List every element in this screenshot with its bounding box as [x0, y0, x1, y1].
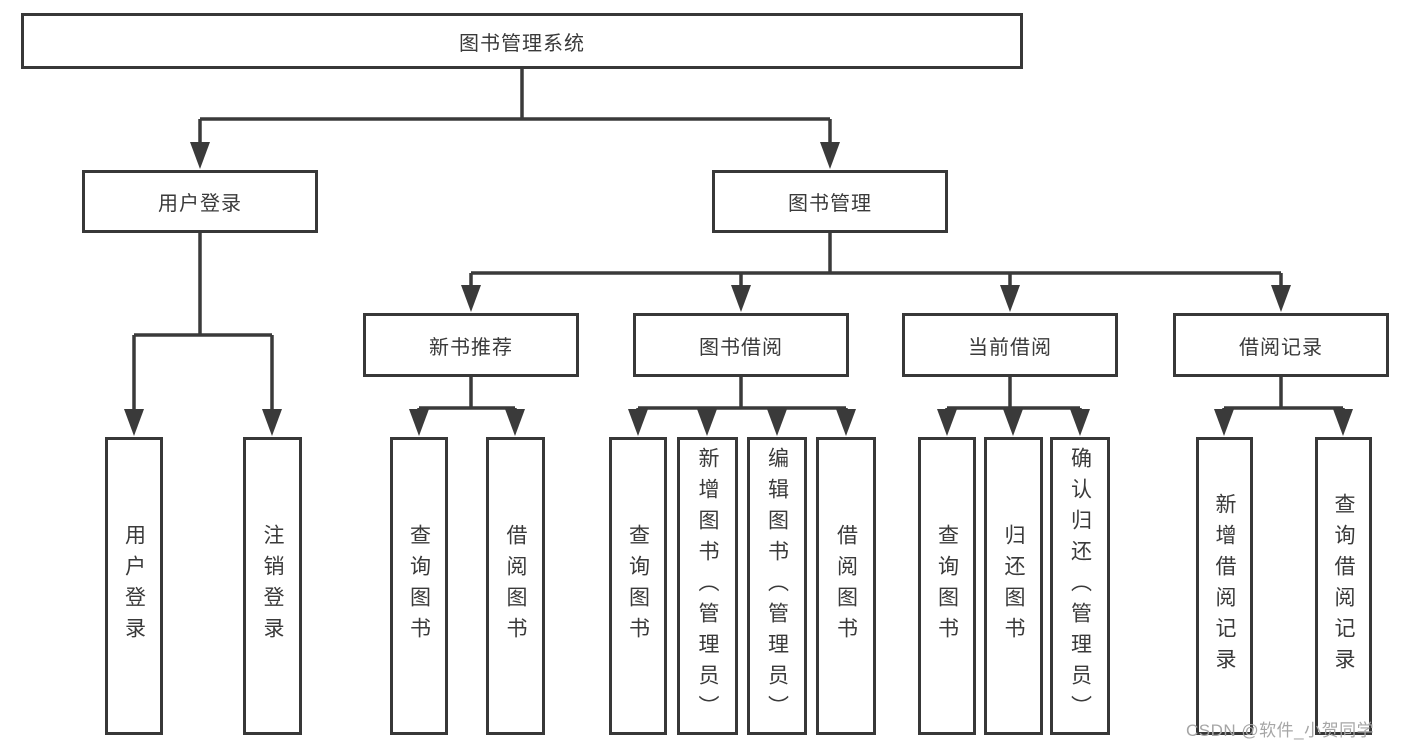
node-borrow-books-leaf: 借阅图书 — [816, 437, 876, 735]
arrowhead-icon — [697, 409, 717, 436]
node-add-books-admin: 新增图书（管理员） — [677, 437, 738, 735]
arrowhead-icon — [124, 409, 144, 436]
node-query-borrow-record: 查询借阅记录 — [1315, 437, 1372, 735]
connectors-book-management — [469, 232, 1283, 289]
node-add-borrow-record: 新增借阅记录 — [1196, 437, 1253, 735]
node-user-login-leaf: 用户登录 — [105, 437, 163, 735]
connectors-borrow-records — [1222, 375, 1345, 412]
connectors-current-borrow — [945, 375, 1082, 412]
node-return-books: 归还图书 — [984, 437, 1043, 735]
arrowhead-icon — [628, 409, 648, 436]
node-confirm-return-admin: 确认归还（管理员） — [1050, 437, 1110, 735]
node-current-borrow: 当前借阅 — [902, 313, 1118, 377]
connectors-book-borrow — [636, 375, 848, 412]
connectors-root — [198, 67, 832, 146]
arrowhead-icon — [461, 285, 481, 312]
node-logout-login: 注销登录 — [243, 437, 302, 735]
node-borrow-books-recommend: 借阅图书 — [486, 437, 545, 735]
arrowhead-icon — [820, 142, 840, 169]
node-edit-books-admin: 编辑图书（管理员） — [747, 437, 807, 735]
arrowhead-icon — [767, 409, 787, 436]
arrowhead-icon — [262, 409, 282, 436]
arrowhead-icon — [1003, 409, 1023, 436]
arrowhead-icon — [937, 409, 957, 436]
arrowhead-icon — [409, 409, 429, 436]
node-query-books-current: 查询图书 — [918, 437, 976, 735]
node-user-login: 用户登录 — [82, 170, 318, 233]
arrowhead-icon — [836, 409, 856, 436]
node-book-management: 图书管理 — [712, 170, 948, 233]
arrowhead-icon — [1070, 409, 1090, 436]
node-new-book-recommend: 新书推荐 — [363, 313, 579, 377]
arrowhead-icon — [1000, 285, 1020, 312]
node-borrow-records: 借阅记录 — [1173, 313, 1389, 377]
watermark: CSDN @软件_小贺同学 — [1186, 721, 1375, 740]
arrowhead-icon — [190, 142, 210, 169]
arrowheads — [124, 142, 1353, 436]
arrowhead-icon — [505, 409, 525, 436]
arrowhead-icon — [1271, 285, 1291, 312]
connectors-user-login — [132, 232, 274, 412]
arrowhead-icon — [731, 285, 751, 312]
node-library-management-system: 图书管理系统 — [21, 13, 1023, 69]
node-query-books-recommend: 查询图书 — [390, 437, 448, 735]
node-query-books-borrow: 查询图书 — [609, 437, 667, 735]
connectors-new-book-recommend — [417, 375, 517, 412]
arrowhead-icon — [1333, 409, 1353, 436]
node-book-borrow: 图书借阅 — [633, 313, 849, 377]
arrowhead-icon — [1214, 409, 1234, 436]
